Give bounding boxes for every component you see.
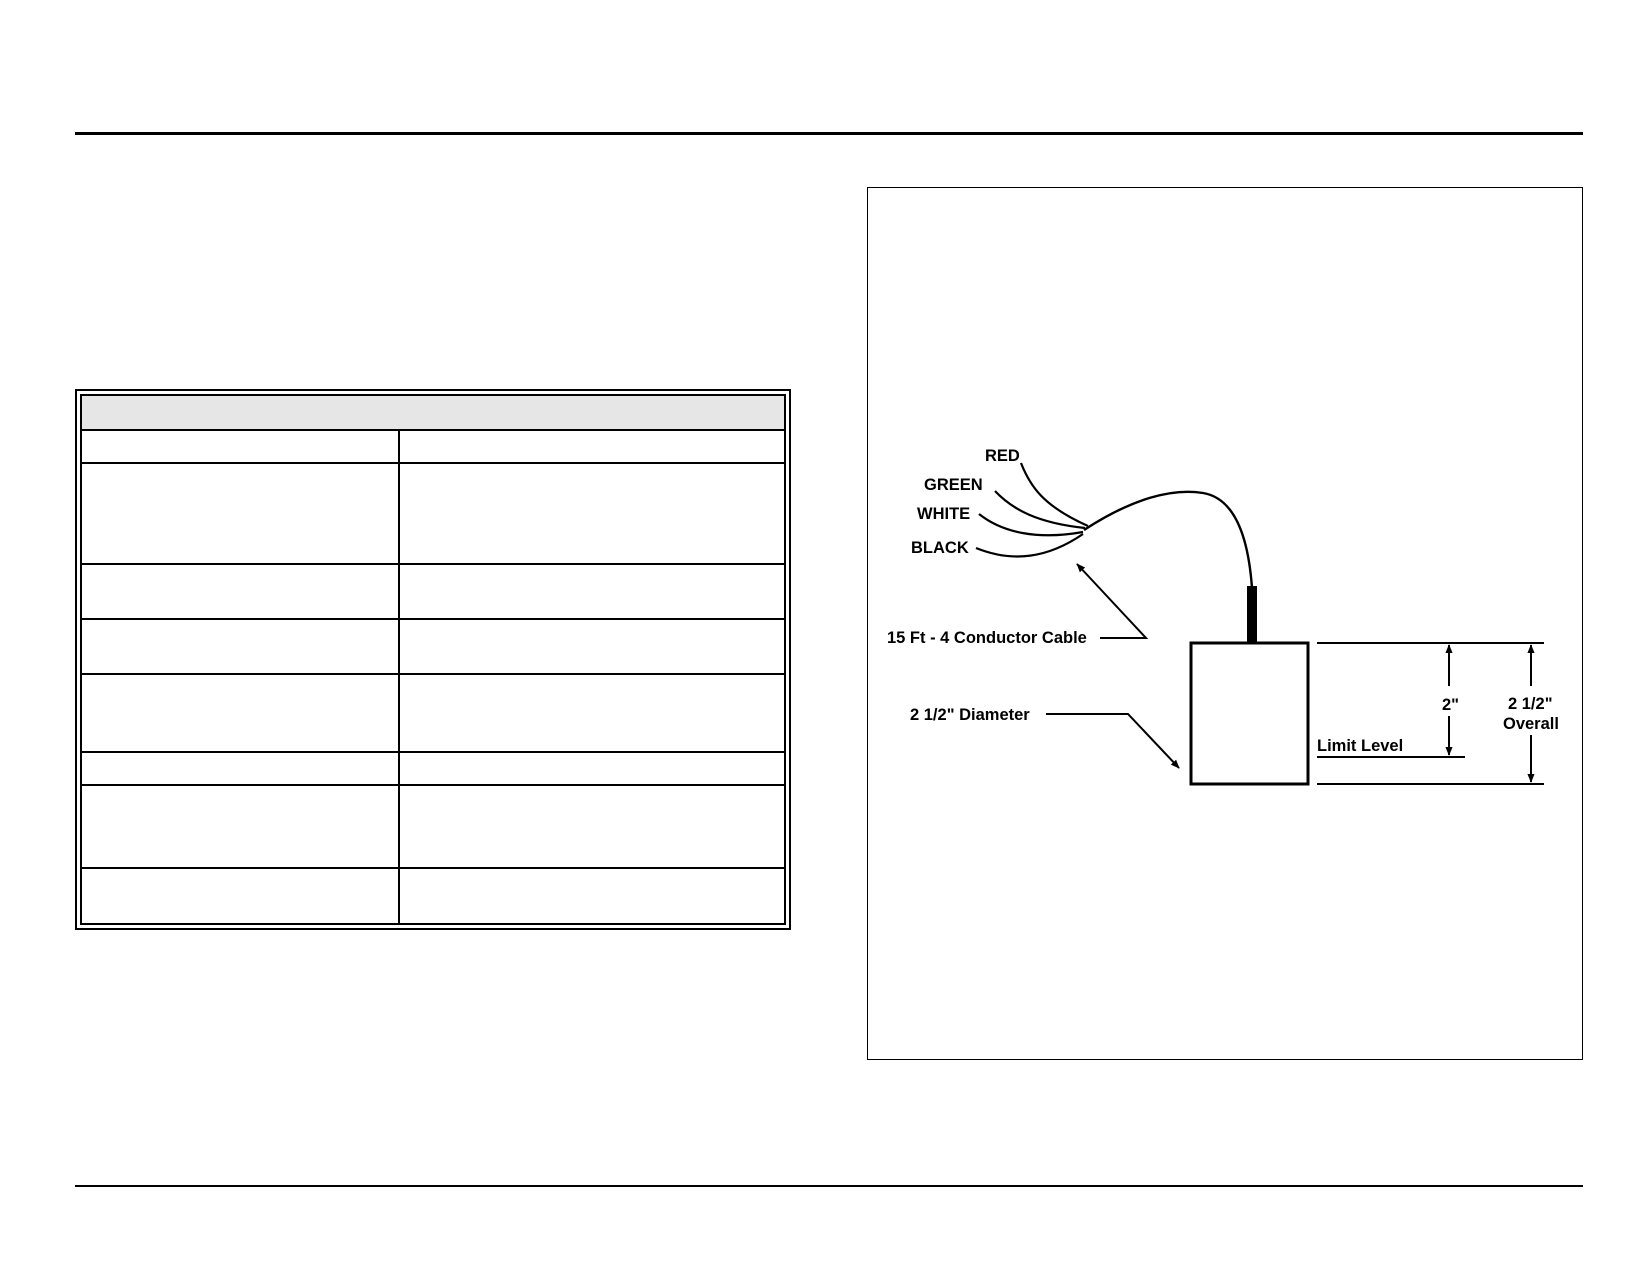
table-cell (80, 562, 400, 620)
white-wire (978, 513, 1084, 537)
table-header-cell (80, 393, 786, 432)
table-row (80, 562, 786, 620)
black-wire (975, 533, 1084, 558)
sensor-diagram-drawing: RED GREEN WHITE BLACK 15 Ft - 4 Conducto… (887, 447, 1559, 786)
red-wire-label: RED (985, 447, 1020, 465)
table-cell (398, 617, 786, 676)
table-cell (80, 866, 400, 926)
overall-dimension-label-line-2: Overall (1503, 715, 1559, 733)
table-cell (80, 617, 400, 676)
table-cell (80, 673, 400, 754)
diameter-label: 2 1/2" Diameter (910, 706, 1030, 724)
green-wire (994, 490, 1086, 530)
table-cell (398, 462, 786, 565)
green-wire-label: GREEN (924, 476, 983, 494)
table-cell (398, 562, 786, 620)
table-cell (398, 751, 786, 787)
table-cell (80, 462, 400, 565)
table-cell (80, 751, 400, 787)
table-row (80, 617, 786, 676)
table-cell (398, 429, 786, 465)
limit-level-label: Limit Level (1317, 737, 1403, 755)
cable-label: 15 Ft - 4 Conductor Cable (887, 629, 1087, 647)
main-cable (1083, 490, 1254, 589)
table-row (80, 429, 786, 465)
table-row (80, 673, 786, 754)
red-wire (1019, 462, 1089, 528)
sensor-diagram: RED GREEN WHITE BLACK 15 Ft - 4 Conducto… (867, 187, 1583, 1060)
table-row (80, 462, 786, 565)
table-row (80, 751, 786, 787)
table-header-row (80, 393, 786, 432)
diameter-label-leader (1046, 713, 1180, 769)
sensor-body (1189, 641, 1310, 786)
footer-rule (75, 1185, 1583, 1187)
table-cell (398, 784, 786, 869)
table-row (80, 784, 786, 869)
overall-dimension-label-line-1: 2 1/2" (1508, 695, 1553, 713)
table-cell (80, 784, 400, 869)
table-cell (398, 673, 786, 754)
header-rule (75, 132, 1583, 135)
limit-dimension-label: 2" (1442, 696, 1459, 714)
white-wire-label: WHITE (917, 505, 970, 523)
black-wire-label: BLACK (911, 539, 969, 557)
table-cell (80, 429, 400, 465)
specification-table (75, 389, 791, 930)
table-row (80, 866, 786, 926)
strain-relief (1247, 586, 1257, 643)
cable-label-leader (1076, 563, 1149, 639)
table-cell (398, 866, 786, 926)
